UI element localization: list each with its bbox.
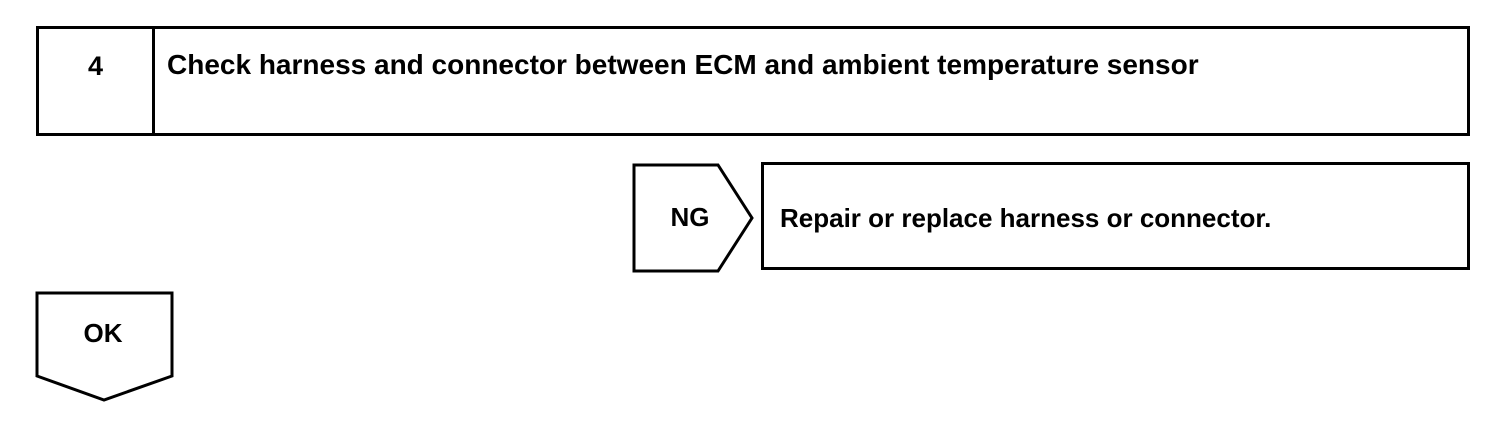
ng-action-text: Repair or replace harness or connector. — [780, 203, 1272, 233]
step-box: 4 Check harness and connector between EC… — [36, 26, 1470, 136]
step-title: Check harness and connector between ECM … — [167, 49, 1199, 80]
ok-arrow-shape — [35, 291, 174, 402]
step-number: 4 — [87, 51, 104, 81]
ok-label: OK — [83, 318, 123, 348]
ng-action-box: Repair or replace harness or connector. — [761, 162, 1470, 270]
ng-label: NG — [670, 202, 710, 232]
ng-arrow-shape — [632, 163, 754, 273]
step-number-cell: 4 — [39, 29, 155, 133]
